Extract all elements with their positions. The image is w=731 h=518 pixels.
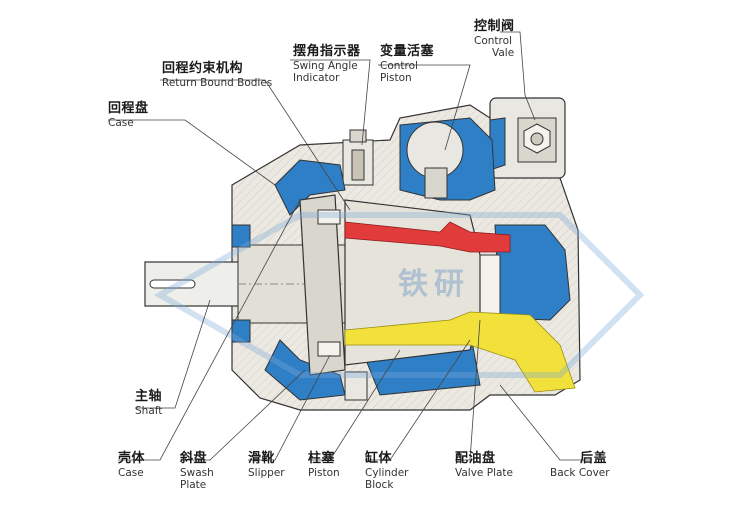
- label-control-valve: 控制阀 Control Vale: [474, 19, 515, 59]
- label-swash-plate-en1: Swash: [180, 466, 214, 479]
- label-piston: 柱塞 Piston: [308, 451, 340, 479]
- label-control-piston-en1: Control: [380, 59, 418, 72]
- label-control-piston: 变量活塞 Control Piston: [380, 44, 435, 84]
- label-shaft-en: Shaft: [135, 404, 163, 417]
- label-cylinder-block-en2: Block: [365, 479, 394, 491]
- suction-channel: [344, 311, 576, 393]
- control-valve-block: [489, 97, 566, 179]
- label-back-cover: 后盖 Back Cover: [550, 451, 610, 479]
- label-return-bound-zh: 回程约束机构: [162, 61, 244, 76]
- high-pressure-channel: [344, 221, 511, 253]
- label-case-bottom-en: Case: [118, 466, 144, 479]
- label-valve-plate-en: Valve Plate: [455, 466, 513, 479]
- label-cylinder-block-en1: Cylinder: [365, 466, 409, 479]
- bottom-fitting: [344, 371, 368, 401]
- label-piston-en: Piston: [308, 466, 340, 479]
- swing-angle-indicator-part: [342, 129, 374, 186]
- label-valve-plate: 配油盘 Valve Plate: [455, 451, 513, 479]
- label-swing-angle-en1: Swing Angle: [293, 59, 358, 72]
- label-swing-angle-zh: 摆角指示器: [293, 44, 361, 59]
- label-swash-plate-en2: Plate: [180, 479, 207, 491]
- oil-passage-top: [274, 159, 346, 216]
- watermark-text: 铁研: [398, 267, 470, 302]
- label-control-valve-en2: Vale: [492, 47, 515, 59]
- label-case-top-en: Case: [108, 116, 134, 129]
- label-cylinder-block-zh: 缸体: [365, 451, 393, 466]
- leader-lines: [108, 31, 590, 461]
- label-case-bottom: 壳体 Case: [118, 451, 146, 479]
- label-control-valve-en1: Control: [474, 34, 512, 47]
- label-slipper-zh: 滑靴: [248, 451, 276, 466]
- label-slipper: 滑靴 Slipper: [248, 451, 285, 479]
- label-return-bound: 回程约束机构 Return Bound Bodies: [162, 61, 273, 89]
- label-swing-angle-en2: Indicator: [293, 72, 340, 84]
- label-case-bottom-zh: 壳体: [118, 451, 146, 466]
- label-shaft: 主轴 Shaft: [135, 389, 163, 417]
- label-case-top: 回程盘 Case: [108, 101, 149, 129]
- label-swash-plate: 斜盘 Swash Plate: [180, 451, 214, 491]
- swash-plate: [299, 194, 346, 376]
- label-back-cover-en: Back Cover: [550, 466, 610, 479]
- label-swing-angle: 摆角指示器 Swing Angle Indicator: [293, 44, 361, 84]
- label-piston-zh: 柱塞: [308, 451, 336, 466]
- label-return-bound-en: Return Bound Bodies: [162, 76, 273, 89]
- label-control-piston-zh: 变量活塞: [380, 44, 435, 59]
- label-shaft-zh: 主轴: [135, 389, 163, 404]
- label-swash-plate-zh: 斜盘: [180, 451, 208, 466]
- slippers: [317, 209, 341, 357]
- label-cylinder-block: 缸体 Cylinder Block: [365, 451, 409, 491]
- label-case-top-zh: 回程盘: [108, 101, 149, 116]
- label-slipper-en: Slipper: [248, 466, 285, 479]
- label-control-piston-en2: Piston: [380, 72, 412, 84]
- label-valve-plate-zh: 配油盘: [455, 451, 496, 466]
- label-back-cover-zh: 后盖: [580, 451, 608, 466]
- label-control-valve-zh: 控制阀: [474, 19, 515, 34]
